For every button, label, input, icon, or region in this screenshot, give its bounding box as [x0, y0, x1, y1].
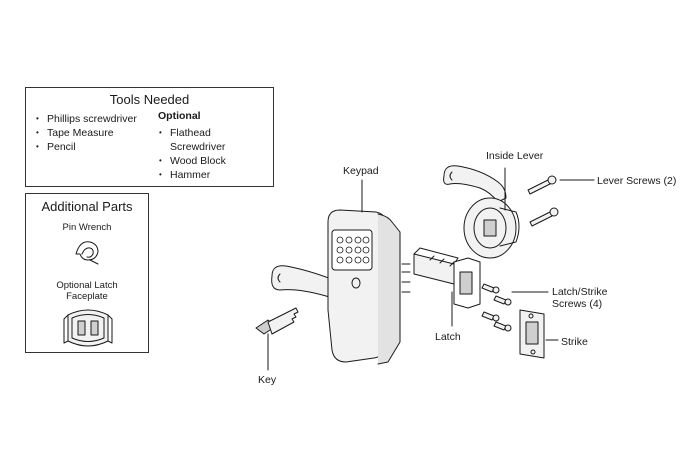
latch-label: Latch	[435, 331, 461, 343]
tool-item: Hammer	[158, 168, 270, 182]
lever-screws-label: Lever Screws (2)	[597, 175, 677, 187]
tool-item: Wood Block	[158, 154, 270, 168]
pin-wrench-icon	[75, 241, 99, 265]
latch-strike-screws-label-1: Latch/Strike	[552, 286, 608, 298]
strike-plate-icon	[519, 309, 545, 359]
key-label: Key	[258, 374, 277, 386]
latch-faceplate-label-1: Optional Latch	[56, 280, 118, 291]
tool-item: Phillips screwdriver	[35, 112, 137, 126]
strike-label: Strike	[561, 336, 588, 348]
latch-faceplate-icon	[63, 309, 113, 347]
tools-title: Tools Needed	[109, 92, 190, 107]
latch-strike-screws-icon	[481, 283, 512, 332]
inside-lever-label: Inside Lever	[486, 150, 544, 162]
pin-wrench-label: Pin Wrench	[62, 222, 112, 233]
optional-title: Optional	[158, 110, 201, 122]
keypad-label: Keypad	[343, 165, 379, 177]
key-icon	[255, 307, 299, 371]
optional-tools-list: Flathead Screwdriver Wood Block Hammer	[158, 126, 270, 182]
keypad-housing-icon	[327, 209, 411, 365]
additional-title: Additional Parts	[41, 199, 133, 214]
tool-item: Screwdriver	[170, 141, 226, 153]
latch-faceplate-label-2: Faceplate	[66, 291, 108, 302]
latch-strike-screws-label-2: Screws (4)	[552, 298, 603, 310]
latch-icon	[413, 247, 481, 327]
required-tools-list: Phillips screwdriver Tape Measure Pencil	[35, 112, 137, 154]
tool-item: Flathead	[158, 126, 270, 140]
tool-item: Pencil	[35, 140, 137, 154]
lever-screws-icon	[527, 175, 559, 227]
tools-needed-box: Tools Needed Phillips screwdriver Tape M…	[25, 87, 274, 187]
tool-item: Tape Measure	[35, 126, 137, 140]
inside-lever-icon	[443, 165, 520, 259]
